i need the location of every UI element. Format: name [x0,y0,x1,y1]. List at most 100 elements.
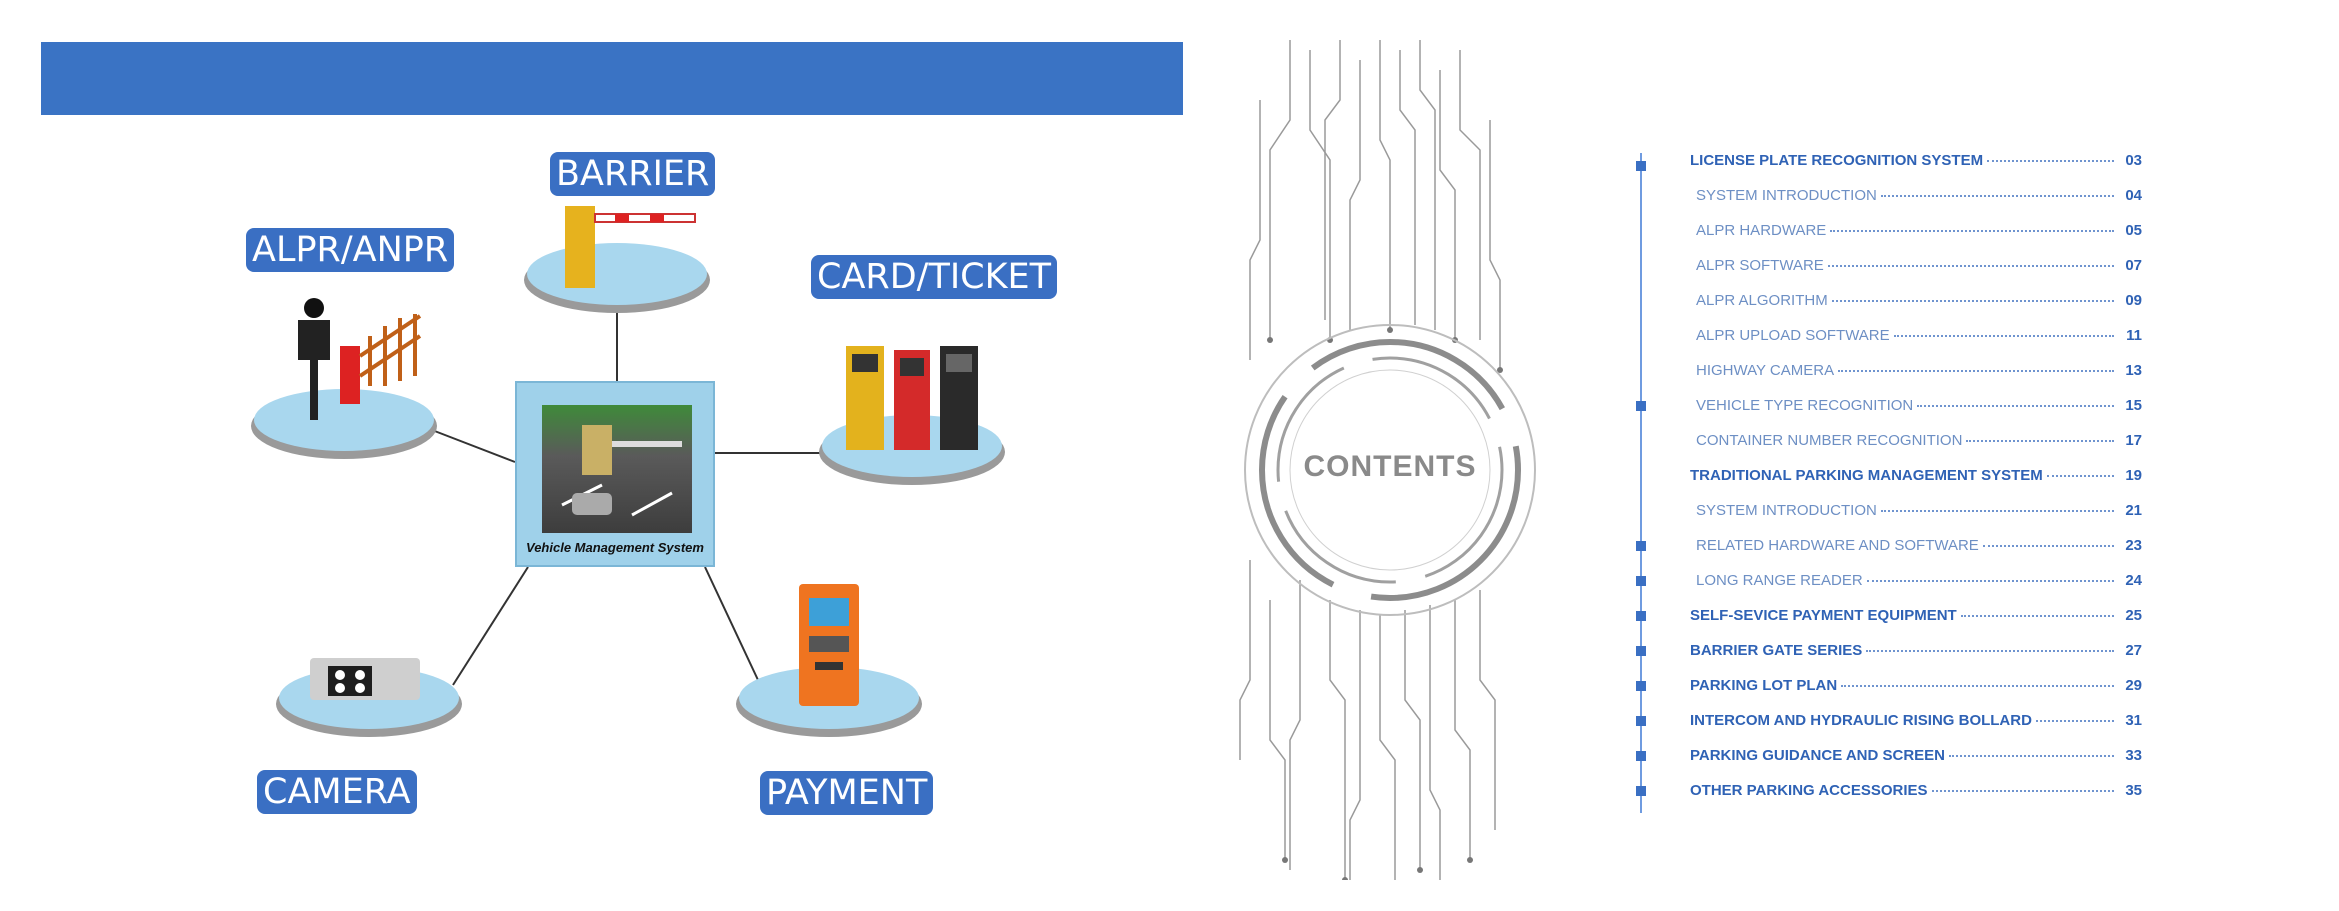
alpr-anpr-label: ALPR/ANPR [246,228,455,272]
toc-item-page: 17 [2125,432,2142,449]
toc-marker [1636,541,1646,551]
camera-label: CAMERA [257,770,417,814]
camera-icon [310,658,420,700]
toc-timeline [1640,153,1642,813]
toc-item-title: TRADITIONAL PARKING MANAGEMENT SYSTEM [1690,464,2043,488]
toc-item-title: LICENSE PLATE RECOGNITION SYSTEM [1690,149,1984,173]
vehicle-management-system-box: Vehicle Management System [515,381,715,567]
toc-marker [1636,161,1646,171]
toc-item-title: PARKING GUIDANCE AND SCREEN [1690,744,1946,768]
toc-item-title: INTERCOM AND HYDRAULIC RISING BOLLARD [1690,709,2032,733]
payment-label: PAYMENT [760,771,934,815]
toc-marker [1636,716,1646,726]
toc-item-page: 03 [2125,152,2142,169]
card-ticket-label: CARD/TICKET [811,255,1058,299]
toc-item[interactable]: VEHICLE TYPE RECOGNITION 15 [1690,394,2142,418]
center-caption: Vehicle Management System [526,540,704,555]
toc-marker [1636,646,1646,656]
parking-lot-photo [542,405,692,533]
toc-item-page: 19 [2125,467,2142,484]
toc-item-title: LONG RANGE READER [1690,569,1863,593]
toc-item[interactable]: LICENSE PLATE RECOGNITION SYSTEM 03 [1690,149,2142,173]
alpr-pad [251,389,437,459]
toc-leader-dots [1983,545,2114,547]
toc-item[interactable]: PARKING GUIDANCE AND SCREEN 33 [1690,744,2142,768]
toc-item[interactable]: SYSTEM INTRODUCTION 21 [1690,499,2142,523]
toc-item[interactable]: HIGHWAY CAMERA 13 [1690,359,2142,383]
toc-leader-dots [1881,195,2114,197]
toc-item-title: ALPR SOFTWARE [1690,254,1824,278]
toc-marker [1636,611,1646,621]
toc-item-page: 23 [2125,537,2142,554]
toc-leader-dots [1841,685,2114,687]
card-ticket-machines-icon [846,346,978,450]
toc-item-title: ALPR ALGORITHM [1690,289,1828,313]
toc-item-page: 09 [2125,292,2142,309]
contents-title: CONTENTS [1303,450,1477,483]
toc-item[interactable]: SELF-SEVICE PAYMENT EQUIPMENT 25 [1690,604,2142,628]
toc-item-title: HIGHWAY CAMERA [1690,359,1835,383]
toc-leader-dots [2036,720,2114,722]
alpr-camera-icon [298,298,422,420]
toc-leader-dots [1867,580,2114,582]
toc-marker [1636,576,1646,586]
toc-item[interactable]: ALPR HARDWARE 05 [1690,219,2142,243]
toc-item-page: 33 [2125,747,2142,764]
toc-item-page: 15 [2125,397,2142,414]
toc-leader-dots [2047,475,2114,477]
toc-item[interactable]: OTHER PARKING ACCESSORIES 35 [1690,779,2142,803]
toc-item-page: 24 [2125,572,2142,589]
toc-item-title: ALPR UPLOAD SOFTWARE [1690,324,1890,348]
toc-item[interactable]: LONG RANGE READER 24 [1690,569,2142,593]
toc-item-title: SYSTEM INTRODUCTION [1690,499,1877,523]
toc-item-page: 31 [2125,712,2142,729]
toc-item-title: RELATED HARDWARE AND SOFTWARE [1690,534,1979,558]
toc-marker [1636,681,1646,691]
toc-item-page: 07 [2125,257,2142,274]
circuit-decoration [1239,40,1536,880]
toc-item[interactable]: SYSTEM INTRODUCTION 04 [1690,184,2142,208]
toc-item[interactable]: INTERCOM AND HYDRAULIC RISING BOLLARD 31 [1690,709,2142,733]
toc-item-page: 13 [2125,362,2142,379]
toc-item-page: 21 [2125,502,2142,519]
toc-item-title: ALPR HARDWARE [1690,219,1827,243]
toc-item-title: SELF-SEVICE PAYMENT EQUIPMENT [1690,604,1957,628]
toc-leader-dots [1949,755,2114,757]
toc-item-title: SYSTEM INTRODUCTION [1690,184,1877,208]
toc-marker [1636,401,1646,411]
header-banner [41,42,1183,115]
toc-leader-dots [1828,265,2114,267]
toc-item[interactable]: ALPR SOFTWARE 07 [1690,254,2142,278]
toc-leader-dots [1917,405,2114,407]
toc-item[interactable]: ALPR ALGORITHM 09 [1690,289,2142,313]
toc-leader-dots [1932,790,2114,792]
toc-leader-dots [1866,650,2114,652]
toc-item-title: PARKING LOT PLAN [1690,674,1838,698]
toc-item-page: 05 [2125,222,2142,239]
toc-leader-dots [1830,230,2114,232]
barrier-label: BARRIER [550,152,716,196]
toc-leader-dots [1832,300,2114,302]
toc-item-page: 04 [2125,187,2142,204]
toc-marker [1636,786,1646,796]
toc-item[interactable]: TRADITIONAL PARKING MANAGEMENT SYSTEM 19 [1690,464,2142,488]
toc-leader-dots [1961,615,2114,617]
toc-item-page: 29 [2125,677,2142,694]
toc-leader-dots [1894,335,2114,337]
toc-leader-dots [1966,440,2114,442]
toc-item-page: 25 [2125,607,2142,624]
barrier-gate-icon [565,206,696,288]
toc-leader-dots [1987,160,2114,162]
toc-item-page: 27 [2125,642,2142,659]
toc-leader-dots [1838,370,2114,372]
payment-kiosk-icon [799,584,859,706]
toc-item-title: OTHER PARKING ACCESSORIES [1690,779,1928,803]
toc-item[interactable]: RELATED HARDWARE AND SOFTWARE 23 [1690,534,2142,558]
toc-leader-dots [1881,510,2114,512]
toc-item-page: 35 [2125,782,2142,799]
toc-item-title: VEHICLE TYPE RECOGNITION [1690,394,1914,418]
toc-item[interactable]: PARKING LOT PLAN 29 [1690,674,2142,698]
